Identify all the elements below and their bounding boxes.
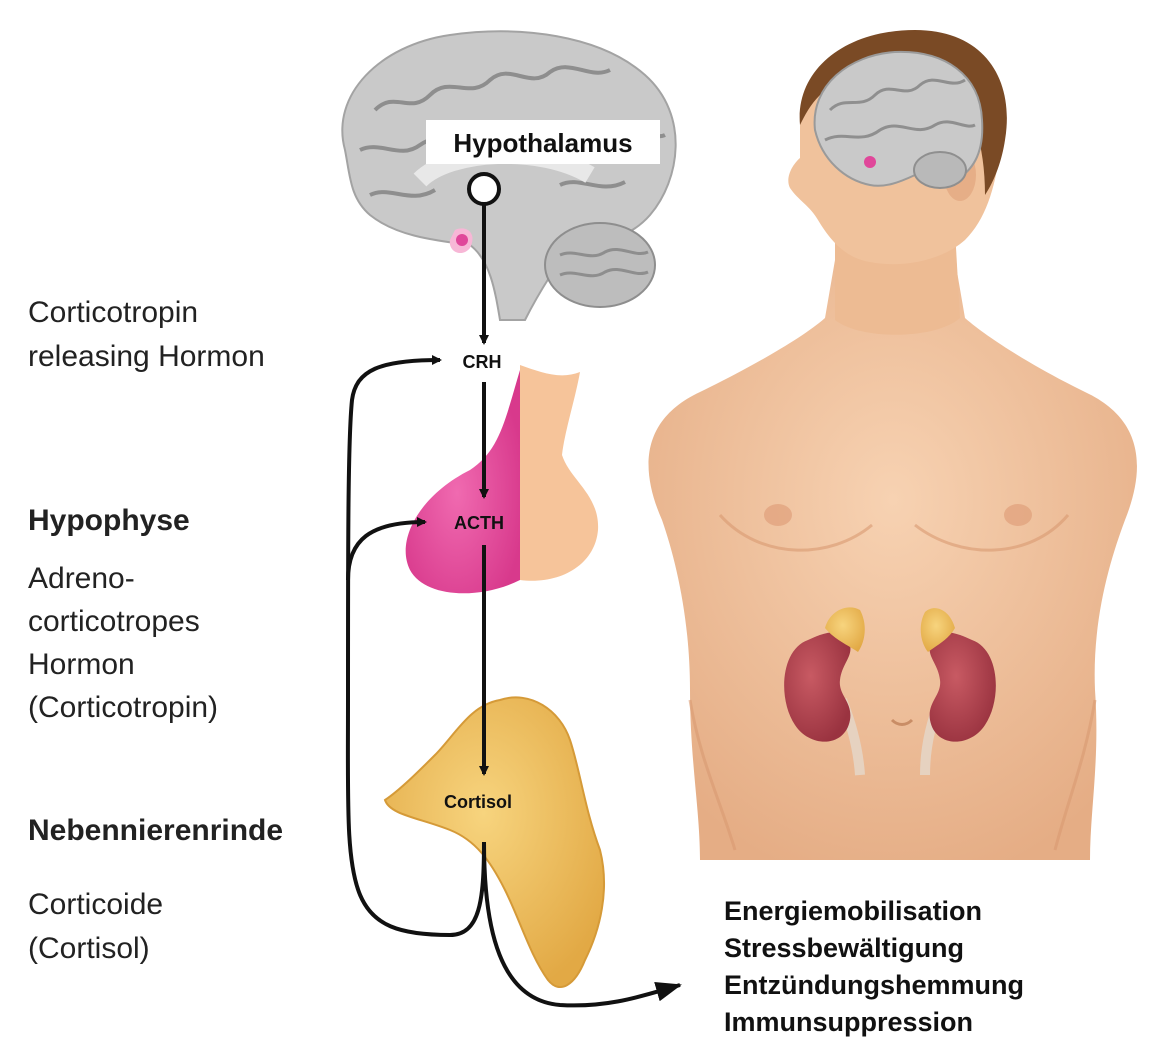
effect-item: Entzündungshemmung [724,970,1024,1000]
hypothalamus-label: Hypothalamus [453,128,632,158]
nebennierenrinde-heading: Nebennierenrinde [28,814,283,847]
adrenal-gland-illustration [383,696,606,989]
left-adrenal-icon [825,607,865,652]
corticoide-description-line1: Corticoide [28,888,163,921]
acth-description-line4: (Corticotropin) [28,691,218,724]
human-figure [648,30,1137,860]
acth-description-line3: Hormon [28,648,135,681]
acth-description-line1: Adreno- [28,562,135,595]
corticoide-description-line2: (Cortisol) [28,932,150,965]
flow-arrows [345,172,682,1008]
effect-item: Energiemobilisation [724,896,982,926]
hypothalamus-label-bg [426,120,660,164]
crh-description-line1: Corticotropin [28,296,198,329]
torso-illustration [648,260,1137,860]
effect-item: Stressbewältigung [724,933,964,963]
left-kidney-icon [784,632,851,742]
hypothalamus-marker-icon [467,172,501,206]
effects-list: Energiemobilisation Stressbewältigung En… [724,896,1024,1037]
right-kidney-icon [929,632,996,742]
crh-label: CRH [463,352,502,372]
hypophyse-heading: Hypophyse [28,504,190,537]
kidneys-illustration [784,607,996,776]
effect-item: Immunsuppression [724,1007,973,1037]
acth-description-line2: corticotropes [28,605,200,638]
crh-description-line2: releasing Hormon [28,340,265,373]
right-adrenal-icon [920,608,955,652]
brain-illustration [341,30,677,321]
pituitary-illustration [405,365,599,594]
cortisol-label: Cortisol [444,792,512,812]
acth-label: ACTH [454,513,504,533]
